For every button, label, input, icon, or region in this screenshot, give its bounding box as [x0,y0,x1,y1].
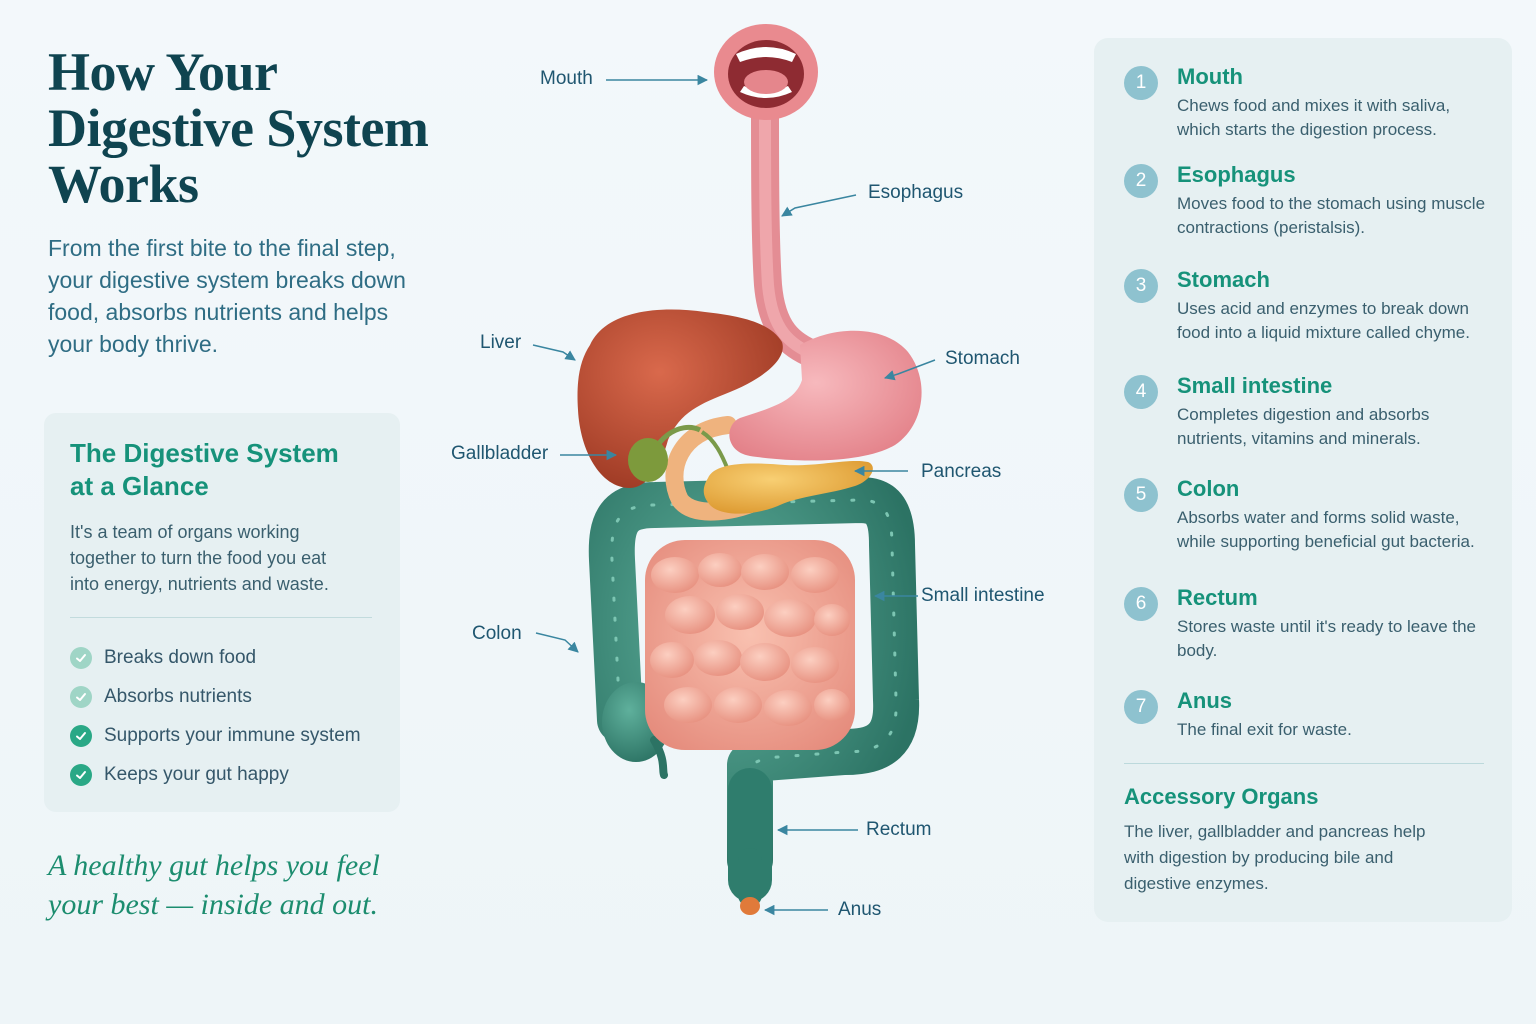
step-description: Uses acid and enzymes to break down food… [1177,299,1470,342]
label-stomach: Stomach [945,348,1020,369]
step-item: 6 Rectum Stores waste until it's ready t… [1124,585,1504,663]
liver-shape [577,309,783,488]
step-title: Small intestine [1177,373,1333,398]
step-description: The final exit for waste. [1177,720,1352,739]
step-description: Absorbs water and forms solid waste, whi… [1177,508,1475,551]
step-number-badge: 6 [1124,587,1158,621]
step-number-badge: 5 [1124,478,1158,512]
label-pancreas: Pancreas [921,461,1002,482]
glance-item-label: Keeps your gut happy [104,763,289,785]
step-item: 1 Mouth Chews food and mixes it with sal… [1124,64,1504,142]
step-title: Anus [1177,688,1232,713]
check-icon [70,763,92,786]
step-number-badge: 7 [1124,690,1158,724]
glance-divider [70,617,372,618]
closing-quote: A healthy gut helps you feel your best —… [48,849,380,921]
leader-lines [532,74,936,916]
step-description: Stores waste until it's ready to leave t… [1177,617,1477,660]
label-anus: Anus [838,899,882,920]
glance-item: Keeps your gut happy [70,755,374,794]
title-line-2: Digestive System [48,98,429,158]
steps-panel: 1 Mouth Chews food and mixes it with sal… [1094,38,1512,922]
label-gallbladder: Gallbladder [451,443,549,464]
glance-item-label: Supports your immune system [104,724,361,746]
anus-shape [740,897,760,915]
intro-section: How Your Digestive System Works From the… [48,44,448,360]
check-icon [70,685,92,708]
panel-divider [1124,763,1484,764]
intro-text: From the first bite to the final step, y… [48,235,406,357]
step-description: Moves food to the stomach using muscle c… [1177,194,1486,237]
step-number-badge: 2 [1124,164,1158,198]
glance-item: Supports your immune system [70,716,374,755]
step-description: Chews food and mixes it with saliva, whi… [1177,96,1451,139]
stomach-shape [729,330,922,461]
step-number-badge: 3 [1124,269,1158,303]
step-description: Completes digestion and absorbs nutrient… [1177,405,1430,448]
small-intestine-shape [645,540,855,750]
label-esophagus: Esophagus [868,182,964,203]
mouth-shape [714,24,818,120]
glance-description: It's a team of organs working together t… [70,522,329,594]
check-icon [70,646,92,669]
glance-card: The Digestive System at a Glance It's a … [44,413,400,812]
title-line-1: How Your [48,42,278,102]
label-small-intestine: Small intestine [921,585,1045,606]
step-item: 3 Stomach Uses acid and enzymes to break… [1124,267,1504,345]
step-title: Esophagus [1177,162,1296,187]
page-title: How Your Digestive System Works [48,44,448,212]
accessory-description: The liver, gallbladder and pancreas help… [1124,822,1426,893]
step-item: 5 Colon Absorbs water and forms solid wa… [1124,476,1504,554]
step-title: Rectum [1177,585,1258,610]
step-number-badge: 4 [1124,375,1158,409]
glance-title: The Digestive System at a Glance [70,438,339,501]
glance-item: Breaks down food [70,638,374,677]
step-title: Colon [1177,476,1240,501]
accessory-title: Accessory Organs [1124,784,1319,809]
step-number-badge: 1 [1124,66,1158,100]
digestive-diagram: Mouth Esophagus Liver Stomach Gallbladde… [440,0,1090,1024]
glance-item-label: Absorbs nutrients [104,685,252,707]
step-item: 7 Anus The final exit for waste. [1124,688,1504,742]
check-icon [70,724,92,747]
step-item: 2 Esophagus Moves food to the stomach us… [1124,162,1504,240]
pancreas-shape [703,460,873,514]
glance-list: Breaks down food Absorbs nutrients Suppo… [70,638,374,794]
label-liver: Liver [480,332,522,353]
glance-item-label: Breaks down food [104,646,257,668]
step-item: 4 Small intestine Completes digestion an… [1124,373,1504,451]
glance-item: Absorbs nutrients [70,677,374,716]
step-title: Mouth [1177,64,1243,89]
label-colon: Colon [472,623,522,644]
label-rectum: Rectum [866,819,932,840]
title-line-3: Works [48,154,199,214]
step-title: Stomach [1177,267,1270,292]
label-mouth: Mouth [540,68,593,89]
anatomy-illustration [532,24,936,916]
